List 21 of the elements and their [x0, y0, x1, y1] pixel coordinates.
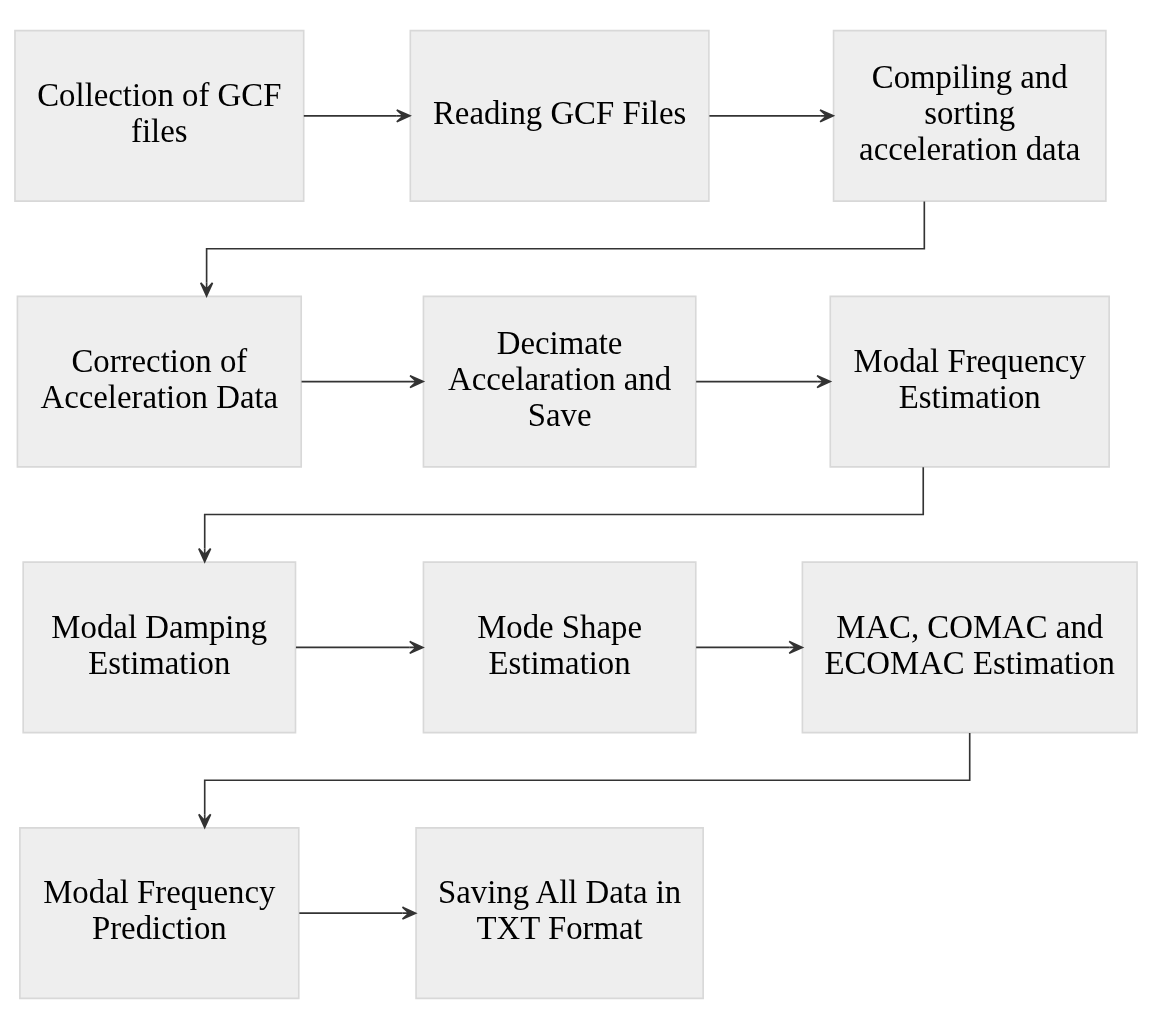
arrow — [695, 374, 832, 388]
node-box: Saving All Data in TXT Format — [415, 826, 704, 999]
node-box: Modal Frequency Estimation — [829, 295, 1110, 468]
node-box: Reading GCF Files — [409, 29, 710, 202]
node-box: Modal Damping Estimation — [22, 560, 297, 733]
node-box: Correction of Acceleration Data — [16, 295, 303, 468]
node-box: Collection of GCF files — [14, 29, 305, 202]
arrow — [708, 108, 835, 123]
arrow — [198, 465, 925, 563]
arrow — [303, 108, 411, 123]
arrow — [298, 905, 417, 920]
arrow — [198, 731, 971, 828]
arrow — [300, 374, 424, 388]
arrow — [695, 640, 804, 654]
node-box: Modal Frequency Prediction — [19, 826, 300, 999]
node-box: Compiling and sorting acceleration data — [832, 29, 1107, 202]
arrow — [295, 640, 424, 654]
arrow — [199, 200, 926, 297]
node-box: MAC, COMAC and ECOMAC Estimation — [801, 560, 1138, 733]
node-box: Mode Shape Estimation — [422, 560, 697, 733]
node-box: Decimate Accelaration and Save — [422, 295, 697, 468]
